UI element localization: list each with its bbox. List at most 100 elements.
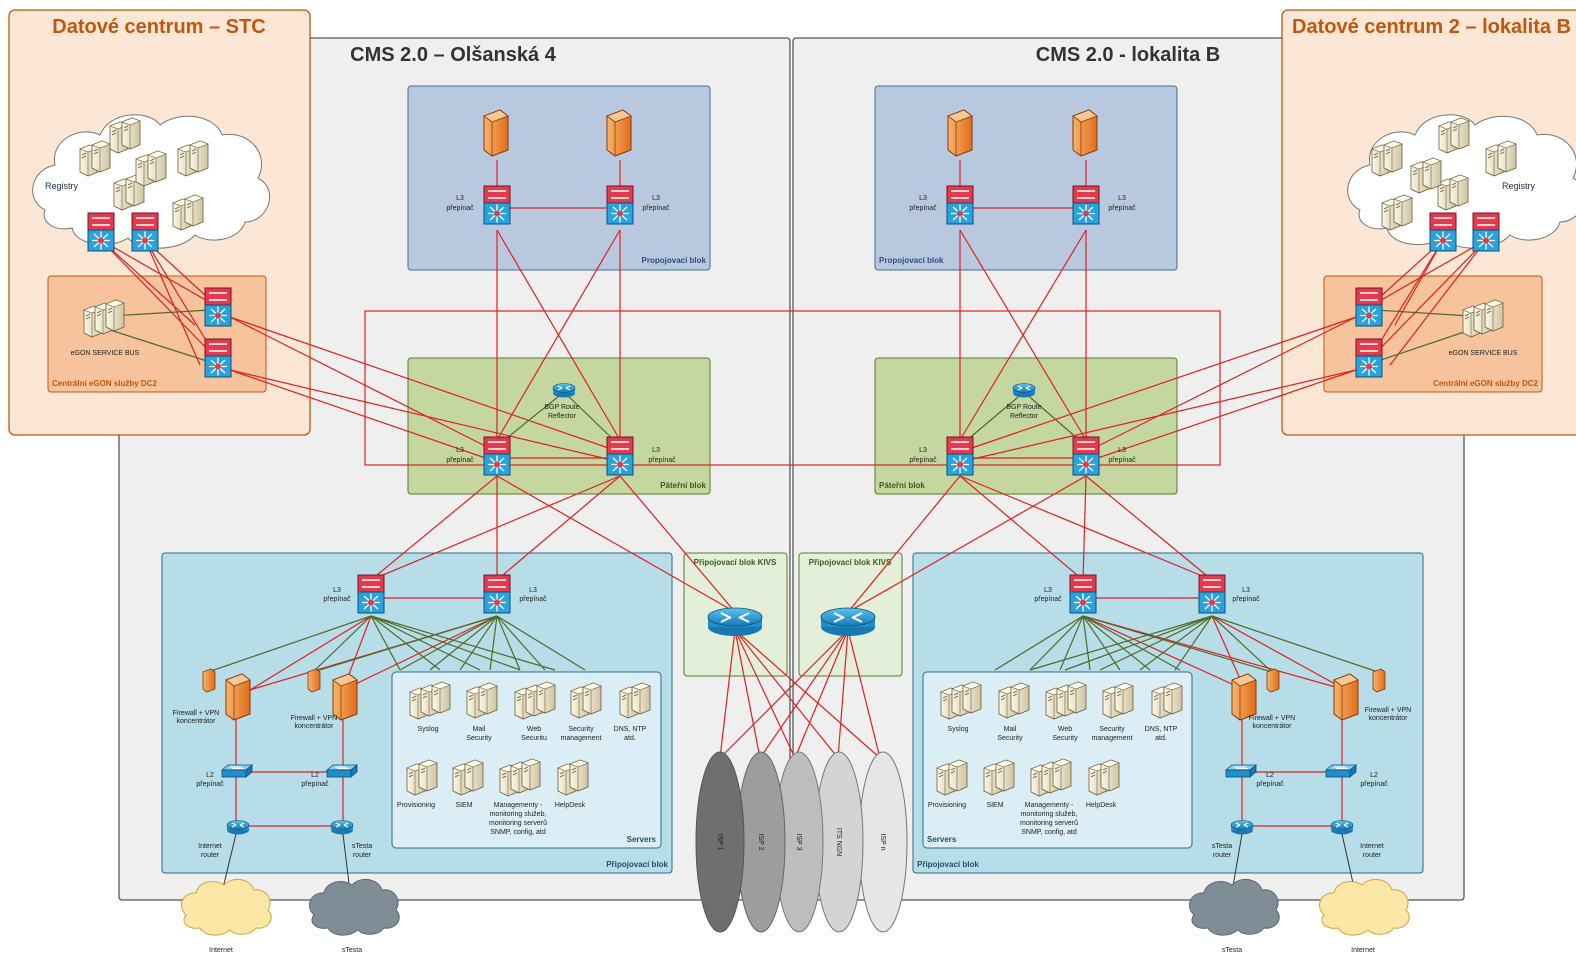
svg-text:přepínač: přepínač	[648, 457, 676, 464]
internet-label-left: Internet	[209, 947, 233, 954]
l3-labels: L3 přepínač L3 přepínač L3 přepínač L3 p…	[323, 195, 1260, 603]
svg-text:L2: L2	[1370, 772, 1378, 779]
bgp-labels: BGP Route Reflector BGP Route Reflector	[544, 404, 1041, 420]
registry-label-left: Registry	[45, 181, 79, 191]
svg-text:Provisioning: Provisioning	[397, 802, 435, 809]
svg-text:přepínač: přepínač	[1034, 596, 1062, 603]
svg-text:sTesta: sTesta	[352, 843, 372, 850]
firewall-icon	[1333, 673, 1359, 721]
l3-switch-icon	[606, 436, 634, 476]
svg-text:L3: L3	[529, 587, 537, 594]
firewall-icon	[307, 668, 321, 693]
isp-n-label: ISP n	[879, 834, 886, 851]
stesta-label-right: sTesta	[1222, 947, 1242, 954]
dc-right-title: Datové centrum 2 – lokalita B	[1292, 16, 1571, 38]
svg-text:L3: L3	[456, 447, 464, 454]
kivs-router-icon	[707, 607, 763, 637]
svg-text:přepínač: přepínač	[642, 205, 670, 212]
isp-2-label: ISP 2	[757, 834, 764, 851]
firewall-icon	[332, 673, 358, 721]
svg-text:router: router	[353, 852, 372, 859]
firewall-icon	[1231, 673, 1257, 721]
servers-panel-left	[391, 671, 662, 849]
pripojovaci-block-left-label: Připojovací blok	[606, 860, 668, 869]
svg-text:sTesta: sTesta	[1212, 843, 1232, 850]
svg-text:monitoring serverů: monitoring serverů	[1020, 819, 1078, 827]
svg-text:router: router	[201, 852, 220, 859]
svg-text:Mail: Mail	[473, 726, 486, 733]
l2-switch-icon	[1325, 764, 1357, 778]
internet-cloud-left	[181, 878, 272, 936]
svg-text:Security: Security	[466, 735, 492, 742]
l3-switch-icon	[1472, 212, 1500, 252]
firewall-labels: Firewall + VPN koncentrátor Firewall + V…	[173, 707, 1411, 730]
svg-text:přepínač: přepínač	[1256, 781, 1284, 788]
svg-text:L3: L3	[456, 195, 464, 202]
svg-text:L3: L3	[1242, 587, 1250, 594]
svg-text:Managementy -: Managementy -	[1025, 802, 1074, 809]
stesta-router-icon	[330, 819, 354, 836]
svg-text:atd.: atd.	[1155, 735, 1167, 742]
internet-label-right: Internet	[1351, 947, 1375, 954]
firewall-icon	[202, 668, 216, 693]
l3-switch-icon	[946, 185, 974, 225]
paterni-block-right	[874, 357, 1178, 495]
svg-text:router: router	[1363, 852, 1382, 859]
internet-router-icon	[226, 819, 250, 836]
svg-text:přepínač: přepínač	[909, 205, 937, 212]
l3-switch-icon	[131, 212, 159, 252]
svg-text:SIEM: SIEM	[455, 802, 472, 809]
svg-text:L2: L2	[206, 772, 214, 779]
l3-switch-icon	[1198, 574, 1226, 614]
kivs-block-right-label: Připojovací blok KIVS	[809, 558, 892, 567]
svg-text:L3: L3	[1118, 195, 1126, 202]
svg-text:BGP Route: BGP Route	[544, 404, 579, 411]
svg-text:koncentrátor: koncentrátor	[295, 723, 335, 730]
cms-left-title: CMS 2.0 – Olšanská 4	[350, 44, 557, 66]
cms-right-title: CMS 2.0 - lokalita B	[1036, 44, 1221, 66]
svg-text:Mail: Mail	[1004, 726, 1017, 733]
stesta-cloud-left	[309, 878, 400, 936]
svg-text:Securitu: Securitu	[521, 735, 547, 742]
firewall-icon	[606, 109, 632, 157]
isp-1-label: ISP 1	[716, 834, 723, 851]
svg-text:SIEM: SIEM	[986, 802, 1003, 809]
svg-text:koncentrátor: koncentrátor	[177, 718, 217, 725]
svg-text:L2: L2	[311, 772, 319, 779]
svg-text:HelpDesk: HelpDesk	[555, 802, 586, 809]
svg-text:router: router	[1213, 852, 1232, 859]
l3-switch-icon	[946, 436, 974, 476]
l3-switch-icon	[1355, 338, 1383, 378]
svg-text:přepínač: přepínač	[1360, 781, 1388, 788]
svg-text:přepínač: přepínač	[1108, 205, 1136, 212]
svg-text:Firewall + VPN: Firewall + VPN	[1249, 715, 1295, 722]
egon-block-left	[47, 275, 267, 393]
l3-switch-icon	[1429, 212, 1457, 252]
firewall-icon	[1266, 668, 1280, 693]
svg-text:L3: L3	[333, 587, 341, 594]
l3-switch-icon	[483, 574, 511, 614]
svg-text:Managementy -: Managementy -	[494, 802, 543, 809]
router-labels: Internet router sTesta router sTesta rou…	[198, 843, 1384, 859]
svg-text:přepínač: přepínač	[323, 596, 351, 603]
l2-switch-icon	[1225, 764, 1257, 778]
dc-left-title: Datové centrum – STC	[52, 16, 265, 38]
svg-text:přepínač: přepínač	[1232, 596, 1260, 603]
l3-switch-icon	[1355, 287, 1383, 327]
internet-cloud-right	[1319, 878, 1410, 936]
svg-text:přepínač: přepínač	[446, 205, 474, 212]
svg-text:BGP Route: BGP Route	[1006, 404, 1041, 411]
svg-text:Security: Security	[568, 726, 594, 733]
l2-labels: L2 přepínač L2 přepínač L2 přepínač L2 p…	[196, 772, 1388, 788]
links-red	[100, 160, 1487, 827]
l3-switch-icon	[483, 436, 511, 476]
svg-text:Internet: Internet	[1360, 843, 1384, 850]
links-black	[221, 833, 1356, 893]
svg-text:SNMP, config, atd: SNMP, config, atd	[1021, 829, 1077, 836]
svg-text:DNS, NTP: DNS, NTP	[1145, 726, 1178, 733]
l3-switch-icon	[606, 185, 634, 225]
l3-switch-icon	[357, 574, 385, 614]
svg-text:monitoring serverů: monitoring serverů	[489, 819, 547, 827]
svg-text:Syslog: Syslog	[417, 726, 438, 733]
svg-text:přepínač: přepínač	[909, 457, 937, 464]
